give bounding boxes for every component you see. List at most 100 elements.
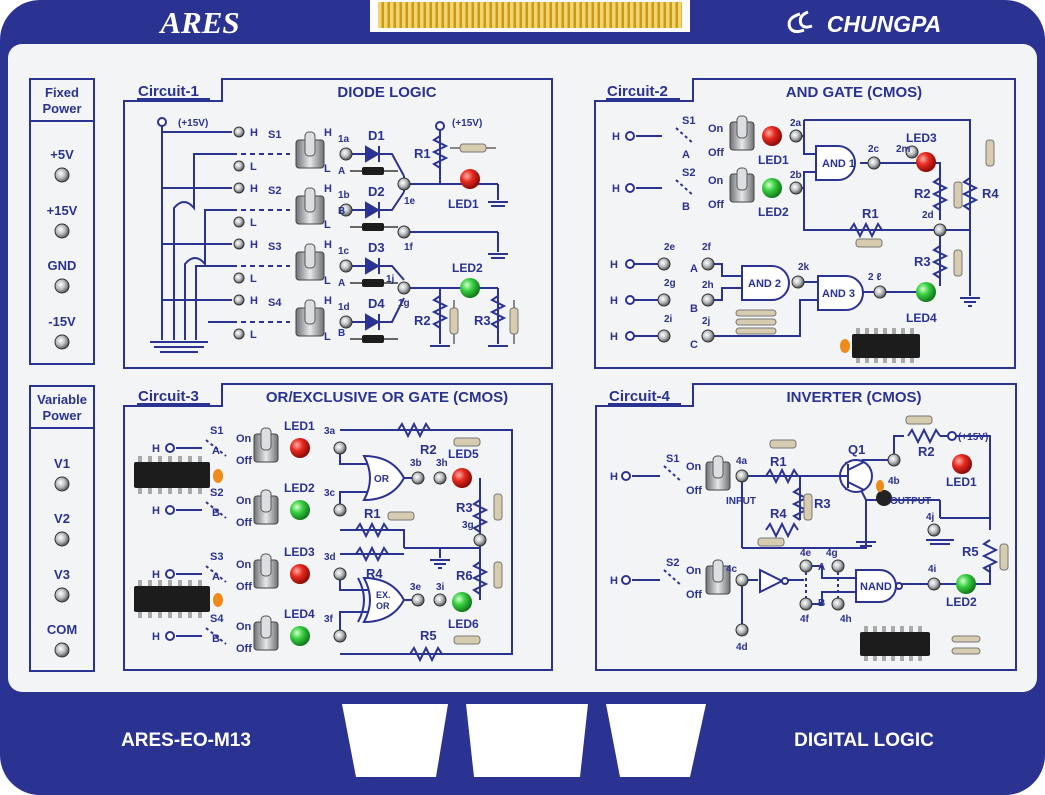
c4-b: B <box>818 598 825 609</box>
jack-v1[interactable] <box>54 476 70 492</box>
c4-r5: R5 <box>962 544 979 559</box>
variable-power-title-1: Variable <box>37 392 87 407</box>
c3-led3-label: LED3 <box>284 545 315 559</box>
c3-led2-label: LED2 <box>284 481 315 495</box>
power-jacks <box>54 167 70 658</box>
label-gnd: GND <box>48 258 77 273</box>
c1-r3: R3 <box>474 313 491 328</box>
c2-and1-gate <box>815 145 856 181</box>
jack-minus15v[interactable] <box>54 334 70 350</box>
c1-sw-l2: L <box>324 219 331 231</box>
c4-r2: R2 <box>918 444 935 459</box>
c1-node-1b: 1b <box>338 190 350 201</box>
c3-r2: R2 <box>420 442 437 457</box>
fixed-power-title-1: Fixed <box>45 85 79 100</box>
c1-r2: R2 <box>414 313 431 328</box>
c3-s3: S3 <box>210 551 223 563</box>
c4-led2 <box>956 574 976 594</box>
c2-node-2c: 2c <box>868 144 880 155</box>
chungpa-logo-icon <box>787 10 813 34</box>
c3-ic-chip-2 <box>134 580 210 618</box>
c1-h3: H <box>250 239 258 251</box>
c2-led4-label: LED4 <box>906 311 937 325</box>
c2-b: B <box>682 201 690 213</box>
c2-s1: S1 <box>682 115 695 127</box>
c1-h1: H <box>250 127 258 139</box>
c3-on4: On <box>236 621 252 633</box>
c2-and3-label: AND 3 <box>822 288 855 300</box>
c3-node-3b: 3b <box>410 458 422 469</box>
c4-ic-chip <box>860 626 930 661</box>
c2-s2: S2 <box>682 167 695 179</box>
c3-s4: S4 <box>210 613 224 625</box>
circuit2-box <box>594 78 1016 369</box>
c2-r1: R1 <box>862 206 879 221</box>
c3-node-3h: 3h <box>436 458 448 469</box>
circuit4-box <box>595 383 1017 671</box>
c3-node-3e: 3e <box>410 582 422 593</box>
c4-h1: H <box>610 471 618 483</box>
c1-sw-h1: H <box>324 127 332 139</box>
c3-on2: On <box>236 495 252 507</box>
c2-and2-gate <box>741 265 790 301</box>
c2-and1-label: AND 1 <box>822 158 855 170</box>
c4-node-4e: 4e <box>800 548 812 559</box>
c2-r4: R4 <box>982 186 999 201</box>
c3-led5 <box>452 468 472 488</box>
c3-led4-label: LED4 <box>284 607 315 621</box>
c4-off1: Off <box>686 485 702 497</box>
circuit2-title: AND GATE (CMOS) <box>786 84 922 101</box>
c4-node-4i: 4i <box>928 564 937 575</box>
c2-node-2i: 2i <box>664 314 673 325</box>
c1-node-1c: 1c <box>338 246 350 257</box>
c2-on2: On <box>708 175 724 187</box>
c4-input-label: INPUT <box>726 496 756 507</box>
jack-plus15v[interactable] <box>54 223 70 239</box>
brand-chungpa: CHUNGPA <box>827 11 942 37</box>
c2-c: C <box>690 339 698 351</box>
c3-a2: A <box>212 571 220 583</box>
jack-v3[interactable] <box>54 587 70 603</box>
c1-l3: L <box>250 273 257 285</box>
c4-node-4b: 4b <box>888 476 900 487</box>
jack-plus5v[interactable] <box>54 167 70 183</box>
c3-led3 <box>290 564 310 584</box>
c3-node-3g: 3g <box>462 520 474 531</box>
label-v1: V1 <box>54 456 70 471</box>
c3-off3: Off <box>236 581 252 593</box>
jack-gnd[interactable] <box>54 278 70 294</box>
c3-r1: R1 <box>364 506 381 521</box>
circuit1-label: Circuit-1 <box>138 83 199 100</box>
bottom-tab-left <box>342 704 448 777</box>
circuit3-label: Circuit-3 <box>138 388 199 405</box>
c3-r6: R6 <box>456 568 473 583</box>
c3-led1-label: LED1 <box>284 419 315 433</box>
c1-d4: D4 <box>368 296 385 311</box>
c3-h2: H <box>152 505 160 517</box>
jack-v2[interactable] <box>54 531 70 547</box>
c1-node-1g: 1g <box>398 298 410 309</box>
jack-com[interactable] <box>54 642 70 658</box>
c4-node-4j: 4j <box>926 512 935 523</box>
c2-node-2e: 2e <box>664 242 676 253</box>
circuit1-led2 <box>460 278 480 298</box>
brand-ares: ARES <box>158 5 239 40</box>
c1-sw-h4: H <box>324 295 332 307</box>
c1-led1-label: LED1 <box>448 197 479 211</box>
c3-exor-label-1: EX. <box>376 590 391 600</box>
c2-led2 <box>762 178 782 198</box>
c3-or-label: OR <box>374 474 390 485</box>
c2-led4 <box>916 282 936 302</box>
c1-d2: D2 <box>368 184 385 199</box>
c4-off2: Off <box>686 589 702 601</box>
c1-supply-label: (+15V) <box>178 118 208 129</box>
c2-led1-label: LED1 <box>758 153 789 167</box>
c3-r3: R3 <box>456 500 473 515</box>
fixed-power-box <box>29 78 95 365</box>
c1-d3: D3 <box>368 240 385 255</box>
c3-node-3d: 3d <box>324 552 336 563</box>
c1-h4: H <box>250 295 258 307</box>
c1-node-1j: 1j <box>386 274 395 285</box>
c4-on2: On <box>686 565 702 577</box>
c4-node-4d: 4d <box>736 642 748 653</box>
